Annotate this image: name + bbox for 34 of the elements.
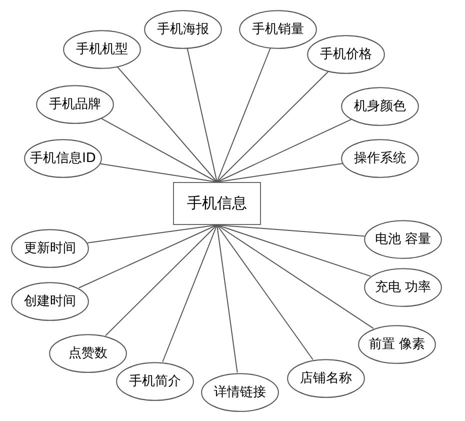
attribute-ellipse: 手机品牌 (36, 84, 114, 124)
connector-line (216, 70, 329, 182)
connector-line (186, 48, 218, 182)
attribute-ellipse: 操作系统 (341, 138, 419, 178)
connector-line (216, 224, 374, 329)
connector-line (78, 224, 218, 288)
attribute-ellipse: 机身颜色 (341, 86, 419, 126)
connector-line (162, 224, 218, 362)
attribute-ellipse: 更新时间 (11, 228, 89, 268)
connector-line (105, 224, 218, 336)
attribute-ellipse: 点赞数 (49, 334, 127, 372)
attribute-ellipse: 详情链接 (201, 372, 279, 412)
attribute-ellipse: 前置 像素 (358, 324, 436, 364)
connector-line (216, 224, 372, 277)
connector-line (216, 118, 352, 182)
attribute-ellipse: 电池 容量 (364, 220, 442, 258)
attribute-ellipse: 手机信息ID (24, 138, 102, 178)
attribute-ellipse: 创建时间 (11, 282, 89, 320)
attribute-ellipse: 店铺名称 (287, 358, 365, 398)
connector-line (216, 48, 271, 182)
attribute-ellipse: 手机简介 (116, 362, 194, 400)
attribute-ellipse: 充电 功率 (364, 268, 442, 306)
attribute-ellipse: 手机销量 (239, 10, 317, 48)
connector-line (100, 118, 218, 182)
connector-line (216, 224, 238, 374)
entity-box: 手机信息 (173, 182, 261, 225)
attribute-ellipse: 手机机型 (63, 30, 141, 68)
connector-line (216, 163, 344, 182)
attribute-ellipse: 手机价格 (307, 34, 385, 74)
connector-line (216, 224, 314, 360)
connector-line (116, 66, 218, 182)
connector-line (100, 163, 218, 182)
attribute-ellipse: 手机海报 (144, 10, 222, 48)
connector-line (87, 224, 218, 244)
